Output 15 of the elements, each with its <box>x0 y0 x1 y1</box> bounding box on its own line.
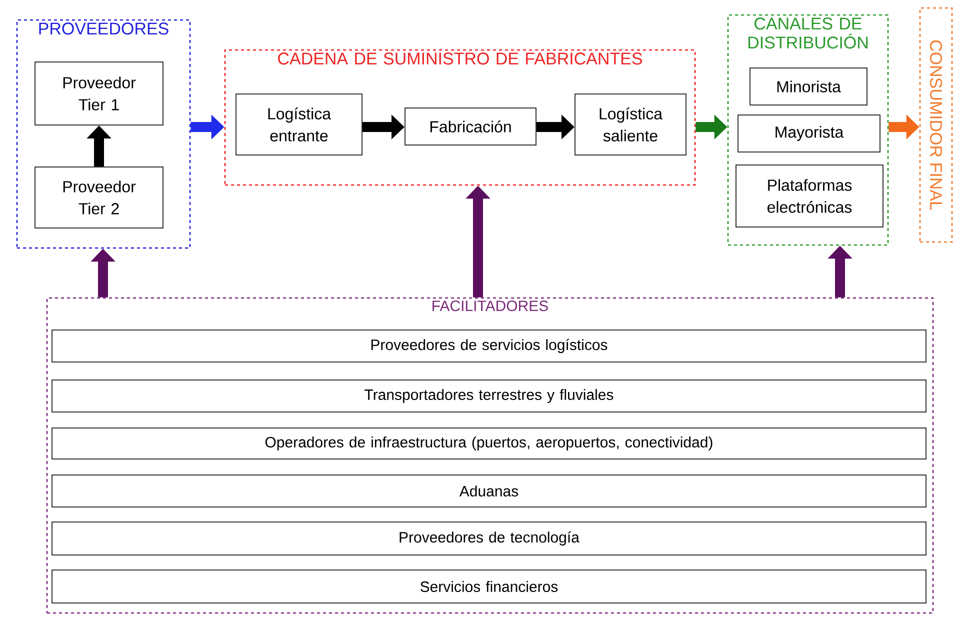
process-box: Plataformas electrónicas <box>736 164 884 228</box>
process-box: Proveedor Tier 1 <box>34 62 164 126</box>
process-box: Mayorista <box>738 114 880 152</box>
process-box: Proveedor Tier 2 <box>34 166 164 228</box>
row-box: Operadores de infraestructura (puertos, aeropuertos, conectividad) <box>52 428 926 460</box>
row-box: Proveedores de servicios logísticos <box>52 330 926 362</box>
dashed-box: CONSUMIDOR FINAL <box>919 7 953 243</box>
process-box: Fabricación <box>404 108 536 146</box>
process-box: Logística saliente <box>574 94 686 156</box>
row-box: Aduanas <box>52 474 926 508</box>
row-box: Transportadores terrestres y fluviales <box>52 380 926 412</box>
row-box: Proveedores de tecnología <box>52 522 926 556</box>
row-box: Servicios financieros <box>52 570 926 604</box>
process-box: Logística entrante <box>236 94 362 156</box>
process-box: Minorista <box>750 68 868 106</box>
